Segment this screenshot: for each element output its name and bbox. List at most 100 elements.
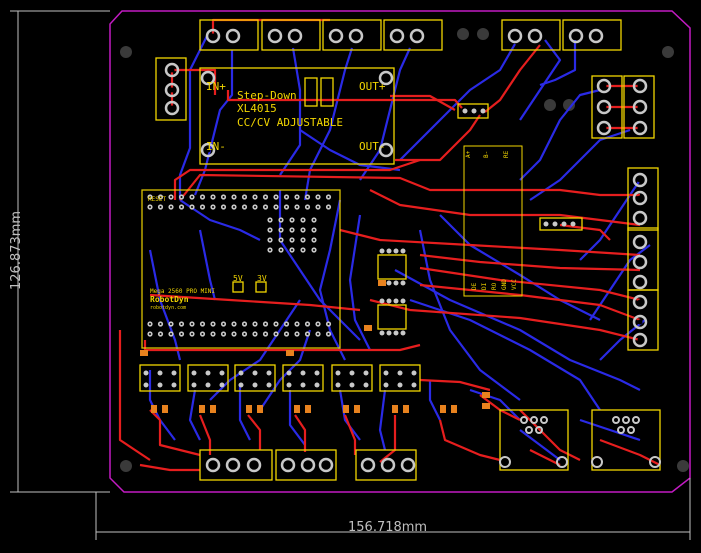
rs485-pin-label: GND bbox=[501, 279, 508, 290]
ic-pin bbox=[400, 330, 406, 336]
regulator-labels: Step-Down XL4015 CC/CV ADJUSTABLE IN+ IN… bbox=[206, 80, 386, 153]
dimension-annotations bbox=[10, 10, 691, 540]
ic-pin bbox=[191, 370, 197, 376]
ic-pin bbox=[386, 330, 392, 336]
header-pin bbox=[315, 331, 321, 337]
header-pin bbox=[278, 217, 284, 223]
ic-pin bbox=[471, 108, 477, 114]
header-pin bbox=[262, 321, 269, 327]
ic-pin bbox=[314, 382, 320, 388]
ic-pin bbox=[393, 298, 399, 304]
rs485-pin-label: DI bbox=[481, 282, 488, 290]
header-pin bbox=[283, 321, 290, 327]
ic-pin bbox=[266, 370, 272, 376]
header-pin bbox=[300, 217, 306, 223]
header-pin bbox=[262, 204, 269, 210]
header-pin bbox=[283, 204, 290, 210]
header-pin bbox=[147, 321, 153, 327]
header-pin bbox=[300, 247, 306, 253]
header-pin bbox=[157, 321, 164, 327]
ic-pin bbox=[552, 221, 558, 227]
header-pin bbox=[178, 194, 185, 200]
header-pin bbox=[325, 321, 332, 327]
header-pin bbox=[304, 321, 311, 327]
header-pin bbox=[273, 194, 279, 200]
header-pin bbox=[147, 331, 153, 337]
ic-pin bbox=[171, 370, 177, 376]
ic-pin bbox=[570, 221, 576, 227]
ic-pin bbox=[543, 221, 549, 227]
ic-pin bbox=[411, 382, 417, 388]
ic-pin bbox=[383, 382, 389, 388]
rs485-pin-label: B- bbox=[483, 151, 490, 158]
header-pin bbox=[178, 321, 185, 327]
header-pin bbox=[157, 204, 164, 210]
regulator-title-line2: XL4015 bbox=[237, 102, 277, 115]
rs485-pin-label: DE bbox=[471, 282, 478, 290]
ic-pin bbox=[219, 382, 225, 388]
ic-pin bbox=[393, 330, 399, 336]
header-pin bbox=[252, 331, 258, 337]
ic-pin bbox=[191, 382, 197, 388]
ic-pin bbox=[386, 298, 392, 304]
header-pin bbox=[294, 194, 300, 200]
header-pin bbox=[157, 331, 164, 337]
bottom-copper-traces bbox=[148, 35, 651, 461]
ic-pin bbox=[379, 330, 385, 336]
ic-pin bbox=[238, 382, 244, 388]
ic-pin bbox=[393, 280, 399, 286]
ic-pin bbox=[393, 248, 399, 254]
jumper-5v-label: 5V bbox=[233, 274, 243, 283]
ic-pin bbox=[252, 370, 258, 376]
header-pin bbox=[273, 331, 279, 337]
mounting-holes bbox=[120, 28, 689, 472]
ic-pin bbox=[383, 370, 389, 376]
ic-pin bbox=[157, 370, 163, 376]
ic-pin bbox=[205, 370, 211, 376]
ic-pins bbox=[143, 108, 576, 388]
ic-pin bbox=[561, 221, 567, 227]
ic-pin bbox=[143, 382, 149, 388]
header-pin bbox=[294, 204, 300, 210]
ic-pin bbox=[397, 382, 403, 388]
rs485-outline bbox=[463, 145, 523, 297]
jack-pads bbox=[499, 416, 661, 468]
header-pin bbox=[199, 331, 206, 337]
ic-pin bbox=[300, 370, 306, 376]
ic-pin bbox=[349, 382, 355, 388]
regulator-outline bbox=[199, 67, 395, 165]
header-pin bbox=[199, 194, 206, 200]
regulator-title-line3: CC/CV ADJUSTABLE bbox=[237, 116, 343, 129]
ic-pin bbox=[314, 370, 320, 376]
regulator-out-minus: OUT- bbox=[359, 140, 386, 153]
header-pin bbox=[325, 204, 332, 210]
header-pin bbox=[267, 247, 273, 253]
ic-pin bbox=[462, 108, 468, 114]
mega-brand-label: RobotDyn bbox=[150, 295, 189, 304]
header-pin bbox=[231, 331, 237, 337]
ic-pin bbox=[400, 248, 406, 254]
header-pin bbox=[311, 217, 317, 223]
header-pin bbox=[210, 331, 216, 337]
ic-pin bbox=[411, 370, 417, 376]
header-pin bbox=[289, 247, 295, 253]
smd-pads bbox=[140, 280, 490, 413]
header-pin bbox=[300, 227, 306, 233]
jumper-3v-label: 3V bbox=[257, 274, 267, 283]
header-pin bbox=[315, 194, 321, 200]
header-pin bbox=[210, 194, 216, 200]
ic-pin bbox=[480, 108, 486, 114]
mega-site-label: robotdyn.com bbox=[150, 305, 186, 311]
header-pin bbox=[168, 321, 174, 327]
ic-pin bbox=[238, 370, 244, 376]
header-pin bbox=[267, 237, 273, 243]
regulator-in-plus: IN+ bbox=[206, 80, 226, 93]
ic-pin bbox=[335, 370, 341, 376]
ic-pin bbox=[397, 370, 403, 376]
ic-pin bbox=[400, 280, 406, 286]
header-pin bbox=[325, 331, 332, 337]
header-pin bbox=[220, 321, 227, 327]
ic-pin bbox=[286, 370, 292, 376]
header-pin bbox=[189, 321, 195, 327]
